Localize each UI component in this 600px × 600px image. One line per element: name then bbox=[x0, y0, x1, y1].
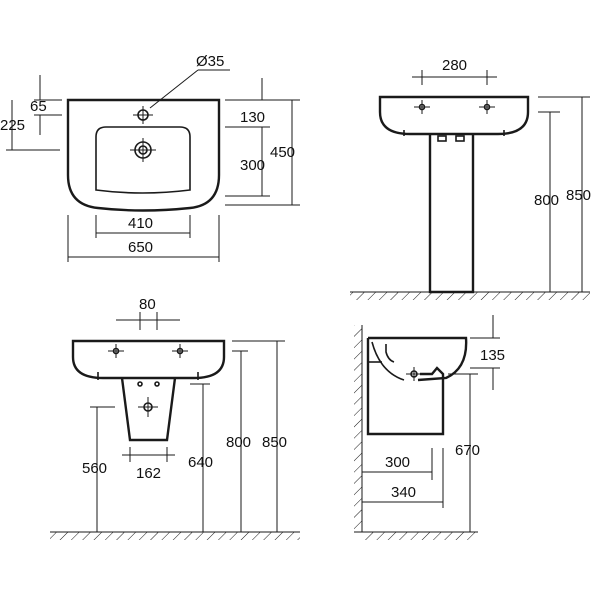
front-pedestal-view: 280 800 850 bbox=[350, 57, 591, 300]
label-162: 162 bbox=[136, 465, 161, 482]
label-850-semi: 850 bbox=[262, 434, 287, 451]
basin-side-profile bbox=[368, 336, 468, 382]
label-300-side: 300 bbox=[385, 454, 410, 471]
basin-front-2 bbox=[71, 339, 226, 380]
floor-hatch-1 bbox=[350, 292, 590, 300]
label-135: 135 bbox=[480, 347, 505, 364]
label-800-semi: 800 bbox=[226, 434, 251, 451]
front-semi-pedestal-view: 80 560 162 640 800 850 bbox=[50, 296, 300, 540]
top-view: Ø35 65 225 130 300 450 410 650 bbox=[0, 53, 300, 262]
wall-hatch bbox=[354, 325, 362, 532]
label-65: 65 bbox=[30, 98, 47, 115]
label-560: 560 bbox=[82, 460, 107, 477]
label-640: 640 bbox=[188, 454, 213, 471]
semi-pedestal-side bbox=[366, 338, 445, 436]
label-300: 300 bbox=[240, 157, 265, 174]
label-450: 450 bbox=[270, 144, 295, 161]
basin-outline-top bbox=[66, 98, 221, 212]
label-130: 130 bbox=[240, 109, 265, 126]
side-semi-pedestal-view: 135 670 300 340 bbox=[354, 315, 505, 540]
label-410: 410 bbox=[128, 215, 153, 232]
label-340-side: 340 bbox=[391, 484, 416, 501]
label-650: 650 bbox=[128, 239, 153, 256]
label-80: 80 bbox=[139, 296, 156, 313]
floor-hatch-3 bbox=[362, 532, 478, 540]
floor-hatch-2 bbox=[50, 532, 300, 540]
label-225: 225 bbox=[0, 117, 25, 134]
basin-front-1 bbox=[378, 95, 530, 136]
basin-bowl-top bbox=[95, 126, 191, 194]
label-diameter: Ø35 bbox=[196, 53, 224, 70]
pedestal-column bbox=[428, 134, 475, 294]
label-800-ped: 800 bbox=[534, 192, 559, 209]
label-850-ped: 850 bbox=[566, 187, 591, 204]
label-280: 280 bbox=[442, 57, 467, 74]
semi-pedestal-shroud bbox=[120, 377, 177, 442]
label-670: 670 bbox=[455, 442, 480, 459]
